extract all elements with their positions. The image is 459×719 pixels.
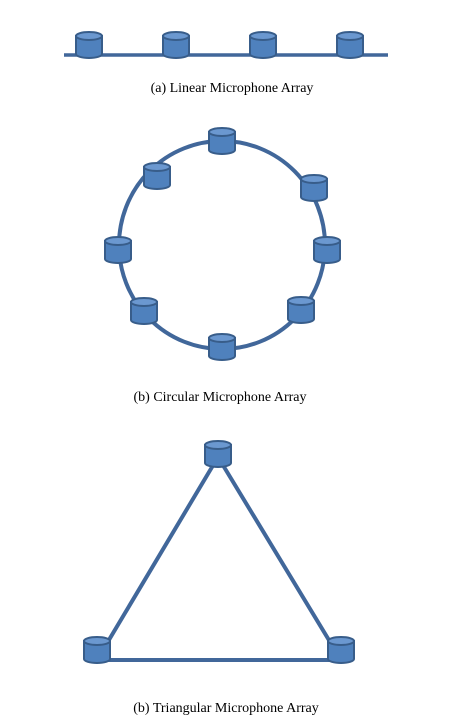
circular-mic-4	[287, 296, 315, 324]
triangular-array-microphones	[83, 440, 355, 664]
triangular-mic-2	[83, 636, 111, 664]
circular-mic-5	[208, 333, 236, 361]
circular-mic-7	[104, 236, 132, 264]
linear-array-panel: (a) Linear Microphone Array	[64, 31, 388, 96]
triangular-array-caption: (b) Triangular Microphone Array	[133, 701, 318, 716]
triangular-array-outline	[95, 455, 343, 662]
circular-mic-2	[300, 174, 328, 202]
circular-array-microphones	[104, 127, 341, 361]
linear-mic-3	[249, 31, 277, 59]
linear-array-caption: (a) Linear Microphone Array	[151, 81, 314, 96]
triangular-array-panel: (b) Triangular Microphone Array	[83, 440, 355, 716]
linear-mic-4	[336, 31, 364, 59]
circular-mic-3	[313, 236, 341, 264]
linear-mic-2	[162, 31, 190, 59]
triangular-mic-1	[204, 440, 232, 468]
linear-array-microphones	[75, 31, 364, 59]
circular-array-panel: (b) Circular Microphone Array	[104, 127, 341, 405]
circular-array-caption: (b) Circular Microphone Array	[134, 390, 307, 405]
circular-mic-1	[208, 127, 236, 155]
triangular-mic-3	[327, 636, 355, 664]
circular-mic-8	[143, 162, 171, 190]
linear-mic-1	[75, 31, 103, 59]
circular-mic-6	[130, 297, 158, 325]
